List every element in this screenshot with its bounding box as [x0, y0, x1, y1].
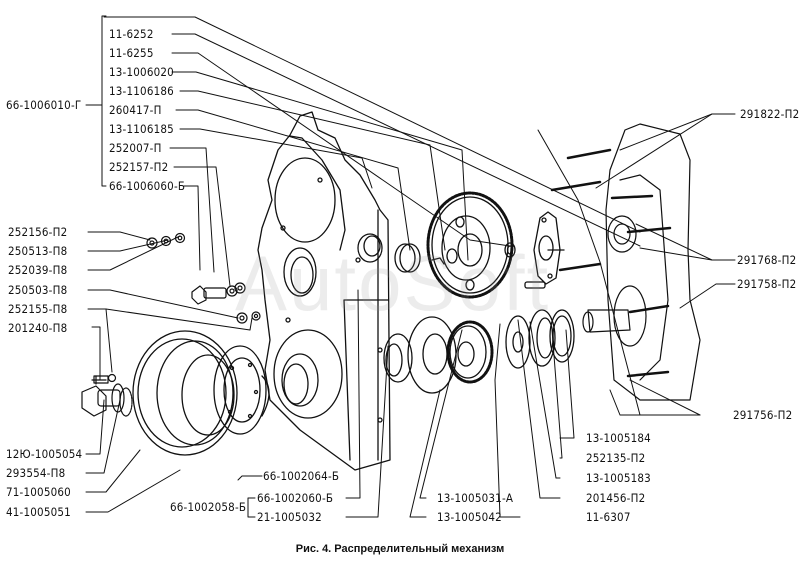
part-label: 41-1005051: [6, 505, 71, 519]
part-label: 250513-П8: [8, 244, 68, 258]
leader-lines-top: [85, 15, 641, 287]
leader-lines-bottom: [237, 129, 701, 518]
camshaft-gear: [426, 191, 514, 299]
leader-lines-left: [85, 231, 253, 513]
part-label: 71-1005060: [6, 485, 71, 499]
part-label: 252156-П2: [8, 225, 68, 239]
engine-block: [550, 123, 701, 401]
figure-caption: Рис. 4. Распределительный механизм: [295, 543, 505, 555]
part-label: 66-1006010-Г: [6, 98, 82, 112]
crankshaft-gear: [407, 316, 494, 394]
part-label: 291756-П2: [733, 408, 793, 422]
oil-seal: [383, 243, 421, 383]
part-label: 252157-П2: [109, 160, 169, 174]
part-label: 13-1106186: [109, 84, 174, 98]
small-fasteners: [146, 232, 261, 324]
part-label: 12Ю-1005054: [6, 447, 83, 461]
part-label: 260417-П: [109, 103, 162, 117]
part-label: 252007-П: [109, 141, 162, 155]
part-label: 13-1005031-А: [437, 491, 514, 505]
ratchet-nut: [81, 373, 133, 417]
part-label: 291758-П2: [737, 277, 797, 291]
part-label: 291822-П2: [740, 107, 800, 121]
part-label: 11-6252: [109, 27, 154, 41]
part-label: 13-1005184: [586, 431, 651, 445]
part-label: 11-6255: [109, 46, 154, 60]
part-label: 291768-П2: [737, 253, 797, 267]
flange-plate: [533, 211, 561, 285]
part-label: 252155-П8: [8, 302, 68, 316]
part-label: 13-1006020: [109, 65, 174, 79]
thrust-washers: [504, 242, 575, 369]
part-label: 252135-П2: [586, 451, 646, 465]
part-label: 252039-П8: [8, 263, 68, 277]
part-label: 13-1005042: [437, 510, 502, 524]
part-label: 250503-П8: [8, 283, 68, 297]
part-label: 66-1002060-Б: [257, 491, 334, 505]
part-label: 13-1106185: [109, 122, 174, 136]
part-label: 21-1005032: [257, 510, 322, 524]
part-label: 201456-П2: [586, 491, 646, 505]
part-label: 201240-П8: [8, 321, 68, 335]
crankshaft-pulley: [132, 330, 270, 456]
part-label: 293554-П8: [6, 466, 66, 480]
part-label: 13-1005183: [586, 471, 651, 485]
leader-lines-right: [595, 113, 736, 416]
part-label: 66-1006060-Б: [109, 179, 186, 193]
timing-cover: [257, 111, 391, 471]
part-label: 66-1002058-Б: [170, 500, 247, 514]
part-label: 66-1002064-Б: [263, 469, 340, 483]
part-label: 11-6307: [586, 510, 631, 524]
